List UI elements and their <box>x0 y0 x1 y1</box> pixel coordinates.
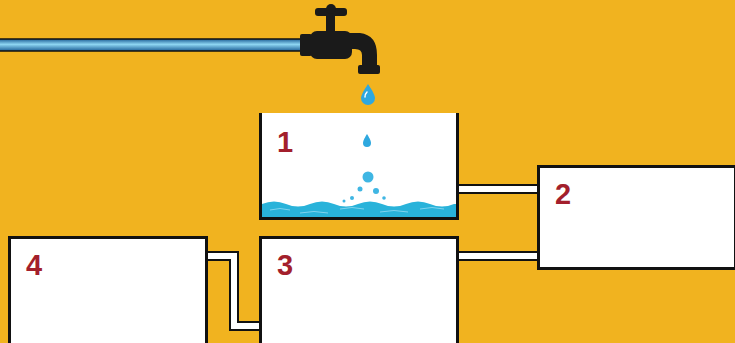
water-drop <box>361 84 375 105</box>
callout-number: 2 <box>555 180 571 209</box>
faucet-knob <box>326 4 336 14</box>
open-tank: 1 <box>259 113 459 220</box>
tank-box: 3 <box>259 236 459 343</box>
splash-drop <box>343 200 346 203</box>
pipe-outline <box>459 251 537 261</box>
splash-drop <box>358 187 363 192</box>
faucet-nozzle <box>358 65 380 74</box>
box-fill <box>8 236 208 343</box>
splash-drop <box>363 172 374 183</box>
pipe-bore <box>459 253 537 259</box>
box-fill <box>259 113 459 220</box>
pipe-outline <box>208 256 259 326</box>
water-drop <box>363 134 371 147</box>
splash-drop <box>350 196 354 200</box>
pipe <box>459 256 537 257</box>
pipe <box>208 256 259 326</box>
box-fill <box>259 236 459 343</box>
callout-number: 1 <box>277 128 293 157</box>
water <box>262 202 456 219</box>
drop-highlight <box>365 92 367 97</box>
callout-number: 4 <box>26 251 42 280</box>
pipe-bore <box>459 186 537 192</box>
box-fill <box>537 165 735 270</box>
faucet-spout <box>345 33 377 68</box>
callout-number: 3 <box>277 251 293 280</box>
faucet-stem <box>326 14 335 34</box>
water-ripple <box>270 208 444 214</box>
supply-pipe <box>0 39 304 51</box>
tank-box: 2 <box>537 165 735 270</box>
pipe-bore <box>208 256 259 326</box>
tank-box: 4 <box>8 236 208 343</box>
pipe-outline <box>459 184 537 194</box>
pipe <box>459 189 537 190</box>
splash-drop <box>373 188 379 194</box>
splash-drop <box>382 196 386 200</box>
